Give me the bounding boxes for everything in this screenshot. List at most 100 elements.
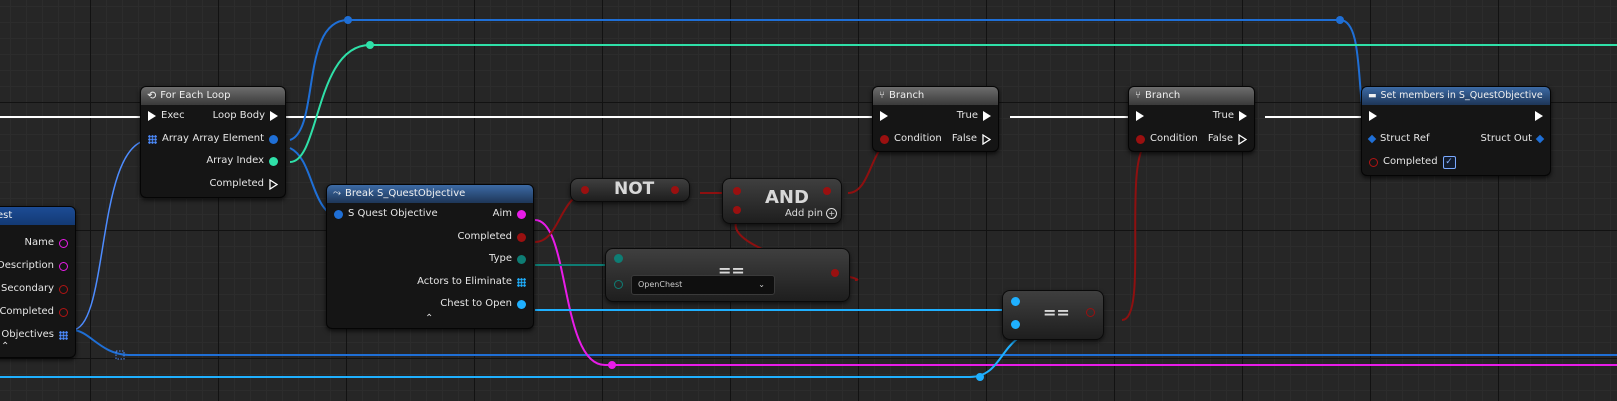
- pin-name[interactable]: Name: [24, 235, 68, 251]
- object-pin-icon[interactable]: [517, 299, 526, 309]
- bool-pin-icon[interactable]: [831, 269, 839, 277]
- bool-pin-icon[interactable]: [517, 232, 526, 242]
- not-node[interactable]: NOT: [570, 178, 690, 202]
- pin-type[interactable]: Type: [489, 251, 526, 267]
- string-pin-icon[interactable]: [517, 209, 526, 219]
- add-pin-button[interactable]: Add pin +: [785, 208, 838, 219]
- enum-equals-node[interactable]: == OpenChest ⌄: [605, 248, 850, 302]
- bool-pin-icon[interactable]: [581, 186, 589, 194]
- node-title: Branch: [889, 90, 925, 101]
- pin-s-quest-objective[interactable]: S Quest Objective: [334, 206, 438, 222]
- node-header: ⟲ For Each Loop: [141, 87, 285, 105]
- and-node[interactable]: AND Add pin +: [722, 178, 842, 224]
- pin-completed[interactable]: Completed: [0, 304, 68, 320]
- struct-pin-icon[interactable]: [269, 134, 278, 144]
- object-pin-icon[interactable]: [1011, 320, 1020, 329]
- branch-icon: ⑂: [879, 90, 885, 101]
- bool-pin-icon[interactable]: [1136, 134, 1145, 144]
- enum-select[interactable]: OpenChest ⌄: [631, 275, 775, 295]
- pin-actors-to-eliminate[interactable]: Actors to Eliminate: [417, 274, 526, 290]
- string-pin-icon[interactable]: [59, 261, 68, 271]
- break-struct-node[interactable]: ⤳ Break S_QuestObjective S Quest Objecti…: [326, 184, 534, 329]
- bool-pin-icon[interactable]: [59, 307, 68, 317]
- string-pin-icon[interactable]: [59, 238, 68, 248]
- enum-pin-icon[interactable]: [517, 254, 526, 264]
- node-title: Set members in S_QuestObjective: [1380, 90, 1543, 101]
- pin-completed[interactable]: Completed: [209, 176, 278, 192]
- pin-completed[interactable]: Completed✓: [1369, 154, 1456, 170]
- pin-exec[interactable]: Exec: [148, 108, 185, 124]
- struct-pin-icon[interactable]: [334, 209, 343, 219]
- exec-pin-icon[interactable]: [1369, 111, 1377, 121]
- bool-pin-icon[interactable]: [733, 187, 741, 195]
- array-pin-icon[interactable]: [59, 330, 68, 340]
- pin-secondary[interactable]: Secondary: [1, 281, 68, 297]
- pin-array-index[interactable]: Array Index: [206, 153, 278, 169]
- collapse-chevron-icon[interactable]: ⌃: [1, 341, 10, 352]
- node-title: Branch: [1145, 90, 1181, 101]
- int-pin-icon[interactable]: [269, 156, 278, 166]
- struct-icon: ▬: [1368, 91, 1377, 101]
- node-header: ⑂ Branch: [873, 87, 998, 105]
- struct-ref-pin-icon[interactable]: [1367, 134, 1377, 144]
- bool-pin-icon[interactable]: [1086, 308, 1095, 317]
- pin-condition[interactable]: Condition: [1136, 131, 1198, 147]
- node-label: ==: [1043, 303, 1070, 322]
- branch-node-2[interactable]: ⑂ Branch Condition True False: [1128, 86, 1255, 152]
- pin-exec[interactable]: [880, 108, 888, 124]
- array-pin-icon[interactable]: [148, 134, 157, 144]
- set-members-node[interactable]: ▬ Set members in S_QuestObjective Struct…: [1361, 86, 1551, 176]
- exec-pin-icon[interactable]: [880, 111, 888, 121]
- object-equals-node[interactable]: ==: [1002, 290, 1104, 340]
- node-header: ▬ Set members in S_QuestObjective: [1362, 87, 1550, 105]
- exec-pin-icon[interactable]: [270, 111, 278, 121]
- pin-exec-out[interactable]: [1535, 108, 1543, 124]
- array-pin-icon[interactable]: [517, 277, 526, 287]
- bool-pin-icon[interactable]: [671, 186, 679, 194]
- exec-pin-icon[interactable]: [269, 178, 278, 190]
- pin-aim[interactable]: Aim: [493, 206, 526, 222]
- branch-node-1[interactable]: ⑂ Branch Condition True False: [872, 86, 999, 152]
- exec-pin-icon[interactable]: [148, 111, 156, 121]
- pin-objectives[interactable]: Objectives: [1, 327, 68, 343]
- pin-array-element[interactable]: Array Element: [192, 131, 278, 147]
- pin-array[interactable]: Array: [148, 131, 189, 147]
- pin-struct-ref[interactable]: Struct Ref: [1367, 131, 1430, 147]
- pin-description[interactable]: Description: [0, 258, 68, 274]
- node-header: ⤳ Break S_QuestObjective: [327, 185, 533, 203]
- chevron-down-icon: ⌄: [758, 280, 765, 289]
- completed-checkbox[interactable]: ✓: [1442, 155, 1456, 169]
- exec-pin-icon[interactable]: [982, 133, 991, 145]
- struct-out-pin-icon[interactable]: [1535, 134, 1545, 144]
- bool-pin-icon[interactable]: [880, 134, 889, 144]
- exec-pin-icon[interactable]: [983, 111, 991, 121]
- node-label: AND: [765, 187, 809, 208]
- bool-pin-icon[interactable]: [823, 187, 831, 195]
- exec-pin-icon[interactable]: [1239, 111, 1247, 121]
- object-pin-icon[interactable]: [1011, 297, 1020, 306]
- pin-false[interactable]: False: [952, 131, 991, 147]
- pin-completed[interactable]: Completed: [457, 229, 526, 245]
- pin-exec-in[interactable]: [1369, 108, 1377, 124]
- enum-pin-icon[interactable]: [614, 280, 623, 289]
- pin-exec[interactable]: [1136, 108, 1144, 124]
- exec-pin-icon[interactable]: [1238, 133, 1247, 145]
- pin-false[interactable]: False: [1208, 131, 1247, 147]
- pin-chest-to-open[interactable]: Chest to Open: [440, 296, 526, 312]
- bool-pin-icon[interactable]: [1369, 157, 1378, 167]
- pin-loop-body[interactable]: Loop Body: [213, 108, 278, 124]
- enum-pin-icon[interactable]: [614, 254, 623, 263]
- for-each-loop-node[interactable]: ⟲ For Each Loop Exec Array Loop Body Arr…: [140, 86, 286, 198]
- node-header: ⑂ Branch: [1129, 87, 1254, 105]
- exec-pin-icon[interactable]: [1136, 111, 1144, 121]
- break-icon: ⤳: [333, 188, 341, 199]
- pin-true[interactable]: True: [957, 108, 991, 124]
- pin-struct-out[interactable]: Struct Out: [1481, 131, 1545, 147]
- exec-pin-icon[interactable]: [1535, 111, 1543, 121]
- bool-pin-icon[interactable]: [59, 284, 68, 294]
- quest-struct-node[interactable]: est Name Description Secondary Completed…: [0, 206, 76, 358]
- bool-pin-icon[interactable]: [733, 206, 741, 214]
- pin-condition[interactable]: Condition: [880, 131, 942, 147]
- collapse-chevron-icon[interactable]: ⌃: [425, 313, 434, 324]
- pin-true[interactable]: True: [1213, 108, 1247, 124]
